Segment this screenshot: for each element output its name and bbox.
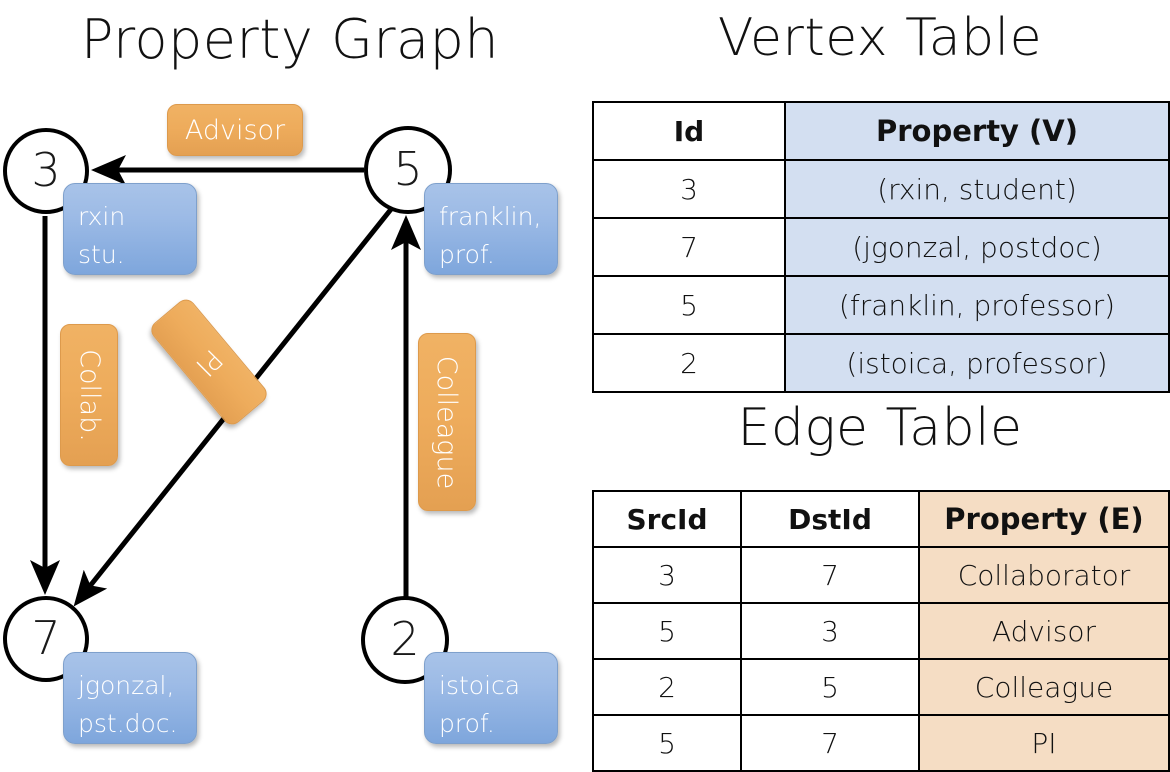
page-title-edge-table: Edge Table xyxy=(737,398,1023,458)
edge-cell-srcid: 5 xyxy=(592,714,742,772)
edge-table: SrcId DstId Property (E) 3 7 Collaborato… xyxy=(592,490,1170,772)
vertex-table-header-property: Property (V) xyxy=(784,101,1170,161)
graph-node-7-property-box: jgonzal, pst.doc. xyxy=(63,652,197,744)
graph-node-2-property-box: istoica prof. xyxy=(424,652,558,744)
edge-cell-srcid: 3 xyxy=(592,546,742,604)
edge-cell-property: PI xyxy=(918,714,1170,772)
graph-node-5-property-box: franklin, prof. xyxy=(424,183,558,275)
table-row: 7 (jgonzal, postdoc) xyxy=(592,217,1170,277)
edge-cell-property: Colleague xyxy=(918,658,1170,716)
page-title-vertex-table: Vertex Table xyxy=(717,8,1043,68)
vertex-cell-property: (jgonzal, postdoc) xyxy=(784,217,1170,277)
page-title-property-graph: Property Graph xyxy=(80,8,500,71)
edge-cell-dstid: 5 xyxy=(740,658,920,716)
graph-node-5-label: 5 xyxy=(393,142,423,196)
vertex-cell-id: 2 xyxy=(592,333,786,393)
table-row: 2 5 Colleague xyxy=(592,658,1170,716)
graph-node-2[interactable]: 2 xyxy=(361,596,449,684)
vertex-cell-property: (franklin, professor) xyxy=(784,275,1170,335)
table-row: 5 3 Advisor xyxy=(592,602,1170,660)
vertex-cell-id: 7 xyxy=(592,217,786,277)
edge-cell-srcid: 2 xyxy=(592,658,742,716)
table-row: 3 7 Collaborator xyxy=(592,546,1170,604)
graph-node-3-label: 3 xyxy=(31,143,61,197)
edge-cell-property: Collaborator xyxy=(918,546,1170,604)
graph-edge-label-pi-text: PI xyxy=(189,342,229,382)
table-row: 3 (rxin, student) xyxy=(592,159,1170,219)
vertex-cell-property: (istoica, professor) xyxy=(784,333,1170,393)
vertex-cell-id: 3 xyxy=(592,159,786,219)
vertex-cell-property: (rxin, student) xyxy=(784,159,1170,219)
edge-table-header-dstid: DstId xyxy=(740,490,920,548)
graph-edge-label-collab-text: Collab. xyxy=(73,348,105,442)
graph-edge-label-advisor: Advisor xyxy=(167,104,303,156)
graph-node-7-label: 7 xyxy=(31,611,61,665)
table-row: 5 7 PI xyxy=(592,714,1170,772)
edge-cell-dstid: 3 xyxy=(740,602,920,660)
graph-edge-label-advisor-text: Advisor xyxy=(184,114,286,146)
edge-cell-dstid: 7 xyxy=(740,546,920,604)
graph-node-3-property-box: rxin stu. xyxy=(63,183,197,275)
edge-table-header-row: SrcId DstId Property (E) xyxy=(592,490,1170,548)
property-graph-diagram: 3 5 7 2 rxin stu. franklin, prof. jgonza… xyxy=(0,0,585,760)
vertex-cell-id: 5 xyxy=(592,275,786,335)
edge-cell-srcid: 5 xyxy=(592,602,742,660)
vertex-table: Id Property (V) 3 (rxin, student) 7 (jgo… xyxy=(592,101,1170,393)
table-row: 5 (franklin, professor) xyxy=(592,275,1170,335)
vertex-table-header-row: Id Property (V) xyxy=(592,101,1170,161)
edge-cell-property: Advisor xyxy=(918,602,1170,660)
vertex-table-header-id: Id xyxy=(592,101,786,161)
edge-table-header-property: Property (E) xyxy=(918,490,1170,548)
graph-edge-label-colleague-text: Colleague xyxy=(431,355,463,489)
graph-node-5[interactable]: 5 xyxy=(364,126,452,214)
graph-edge-label-collab: Collab. xyxy=(60,324,118,466)
graph-node-2-label: 2 xyxy=(390,612,420,666)
graph-edge-label-colleague: Colleague xyxy=(418,333,476,511)
table-row: 2 (istoica, professor) xyxy=(592,333,1170,393)
edge-cell-dstid: 7 xyxy=(740,714,920,772)
edge-table-header-srcid: SrcId xyxy=(592,490,742,548)
